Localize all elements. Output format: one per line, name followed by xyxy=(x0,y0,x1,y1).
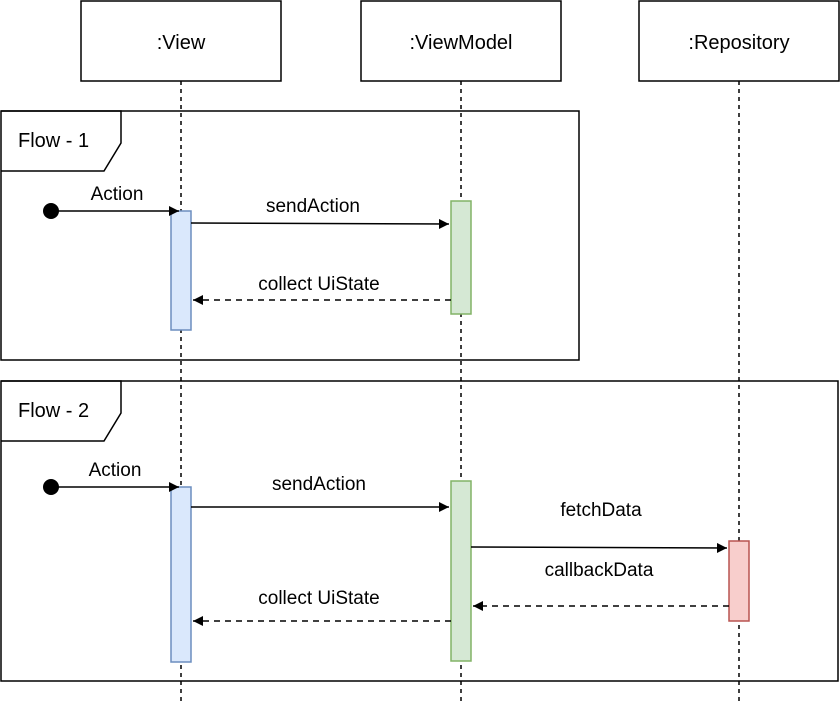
frame-flow-2-tab xyxy=(1,380,122,442)
participant-viewmodel-label: :ViewModel xyxy=(409,32,512,54)
participant-viewmodel: :ViewModel xyxy=(360,0,562,82)
frame-flow-1-label: Flow - 1 xyxy=(18,130,89,152)
frame-flow-2: Flow - 2 xyxy=(0,380,839,682)
frame-flow-1-tab xyxy=(1,110,122,172)
flow-2-action-label: Action xyxy=(89,460,142,481)
activation-repository-flow-2 xyxy=(728,540,750,622)
flow-2-fetch-data-label: fetchData xyxy=(560,500,642,521)
activation-view-flow-2 xyxy=(170,486,192,663)
activation-viewmodel-flow-2 xyxy=(450,480,472,662)
participant-view: :View xyxy=(80,0,282,82)
flow-2-callback-data-label: callbackData xyxy=(545,560,654,581)
frame-flow-2-label: Flow - 2 xyxy=(18,400,89,422)
activation-view-flow-1 xyxy=(170,210,192,331)
flow-1-send-action-label: sendAction xyxy=(266,196,360,217)
participant-repository: :Repository xyxy=(638,0,840,82)
activation-viewmodel-flow-1 xyxy=(450,200,472,315)
flow-2-send-action-label: sendAction xyxy=(272,474,366,495)
flow-2-collect-label: collect UiState xyxy=(258,588,379,609)
flow-1-send-action-arrow xyxy=(190,218,450,229)
flow-2-fetch-data-arrow xyxy=(470,542,728,553)
flow-1-collect-label: collect UiState xyxy=(258,274,379,295)
flow-1-action-label: Action xyxy=(91,184,144,205)
frame-flow-1: Flow - 1 xyxy=(0,110,580,361)
participant-repository-label: :Repository xyxy=(688,32,789,54)
participant-view-label: :View xyxy=(157,32,206,54)
